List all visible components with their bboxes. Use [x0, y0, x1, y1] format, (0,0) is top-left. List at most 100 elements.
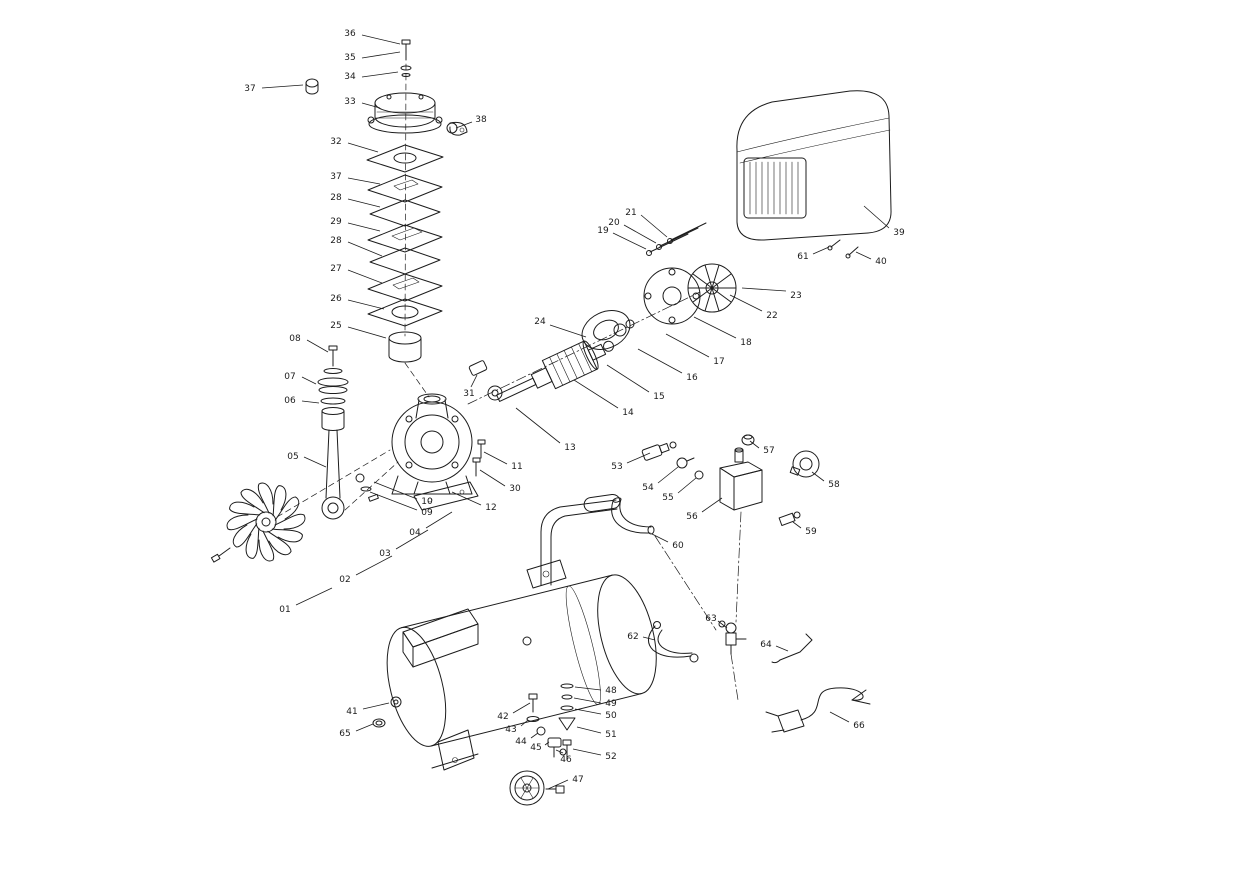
leader-line-61 — [812, 246, 830, 255]
leader-line-33 — [361, 102, 381, 109]
discharge-tube — [611, 497, 655, 535]
part-number-47: 47 — [572, 775, 583, 785]
leader-line-29 — [347, 222, 381, 232]
pressure-switch — [719, 447, 763, 511]
part-number-32: 32 — [330, 137, 341, 147]
leader-line-27 — [347, 269, 383, 284]
part-number-19: 19 — [597, 226, 609, 236]
leader-line-42 — [512, 702, 531, 714]
leader-line-57 — [749, 440, 760, 449]
leader-line-60 — [651, 533, 669, 543]
leader-line-01 — [295, 587, 333, 606]
part-number-21: 21 — [625, 208, 636, 218]
part-number-25: 25 — [330, 321, 341, 331]
mount-bolt — [522, 636, 532, 646]
part-number-57: 57 — [763, 446, 774, 456]
part-number-16: 16 — [686, 373, 698, 383]
part-number-44: 44 — [515, 737, 527, 747]
crankcase — [391, 393, 486, 511]
leader-line-37 — [261, 84, 304, 89]
outlet-tube — [648, 621, 699, 663]
leader-line-24 — [549, 324, 587, 338]
rotor-shaft-assembly — [487, 319, 635, 402]
part-number-18: 18 — [740, 338, 752, 348]
leader-line-59 — [792, 521, 802, 529]
leader-line-51 — [576, 726, 602, 734]
leader-line-58 — [811, 471, 825, 482]
part-number-39: 39 — [893, 228, 905, 238]
part-number-42: 42 — [497, 712, 508, 722]
outlet-fitting — [778, 511, 801, 526]
flywheel-fan — [210, 482, 306, 563]
leader-line-21 — [640, 214, 668, 238]
leader-line-65 — [355, 723, 374, 732]
leader-line-37 — [347, 177, 381, 185]
leader-line-18 — [693, 316, 737, 339]
leader-line-47 — [547, 779, 569, 790]
leader-line-13 — [515, 407, 561, 444]
part-number-48: 48 — [605, 686, 617, 696]
leader-line-32 — [347, 142, 379, 153]
shaft-washer — [613, 323, 627, 337]
part-number-53: 53 — [611, 462, 622, 472]
part-number-14: 14 — [622, 408, 634, 418]
leader-line-38 — [455, 121, 473, 129]
leader-line-09 — [369, 491, 418, 511]
cylinder-sleeve — [388, 331, 422, 363]
part-number-37: 37 — [244, 84, 255, 94]
leader-line-41 — [362, 702, 390, 710]
base-plate — [413, 481, 479, 511]
cooling-fan — [687, 263, 737, 313]
oil-ring — [320, 397, 346, 405]
head-gasket — [366, 144, 444, 173]
piston-ring — [318, 386, 348, 394]
switch-knob — [741, 434, 755, 446]
part-number-60: 60 — [672, 541, 684, 551]
nut — [694, 470, 704, 480]
leader-line-64 — [775, 645, 789, 652]
part-number-11: 11 — [511, 462, 522, 472]
part-number-35: 35 — [344, 53, 355, 63]
leader-line-30 — [479, 469, 506, 487]
axle-bolt — [555, 785, 565, 794]
part-number-64: 64 — [760, 640, 772, 650]
piston-bolt — [328, 345, 338, 351]
intake-filter-cap — [789, 450, 820, 478]
end-bracket — [643, 267, 701, 325]
shroud-screw — [845, 246, 859, 259]
part-number-66: 66 — [853, 721, 865, 731]
leader-line-43 — [520, 719, 529, 727]
leader-line-55 — [677, 477, 697, 494]
part-number-45: 45 — [530, 743, 541, 753]
gasket — [369, 247, 441, 275]
shroud-screw — [827, 239, 841, 251]
part-number-63: 63 — [705, 614, 716, 624]
cylinder-head-stack — [366, 39, 444, 363]
part-number-29: 29 — [330, 217, 342, 227]
leader-line-28 — [347, 198, 381, 208]
check-valve — [641, 441, 677, 461]
leader-line-08 — [306, 339, 329, 353]
elbow-fitting — [446, 121, 468, 136]
part-number-54: 54 — [642, 483, 654, 493]
part-number-28: 28 — [330, 236, 342, 246]
power-cord — [765, 687, 871, 733]
alignment-lines — [276, 63, 742, 701]
case-bolt — [472, 457, 481, 463]
part-number-09: 09 — [421, 508, 433, 518]
leader-line-36 — [361, 34, 401, 45]
leader-line-25 — [347, 326, 387, 339]
part-number-22: 22 — [766, 311, 777, 321]
leader-line-28 — [347, 241, 383, 257]
part-number-10: 10 — [421, 497, 433, 507]
leader-line-20 — [623, 224, 657, 244]
part-number-04: 04 — [409, 528, 421, 538]
leader-line-05 — [303, 456, 327, 468]
safety-valve — [718, 620, 747, 655]
leader-line-31 — [470, 374, 478, 388]
leader-line-46 — [555, 749, 564, 754]
leader-line-52 — [572, 748, 602, 756]
stator-coil — [581, 310, 631, 350]
part-number-27: 27 — [330, 264, 341, 274]
